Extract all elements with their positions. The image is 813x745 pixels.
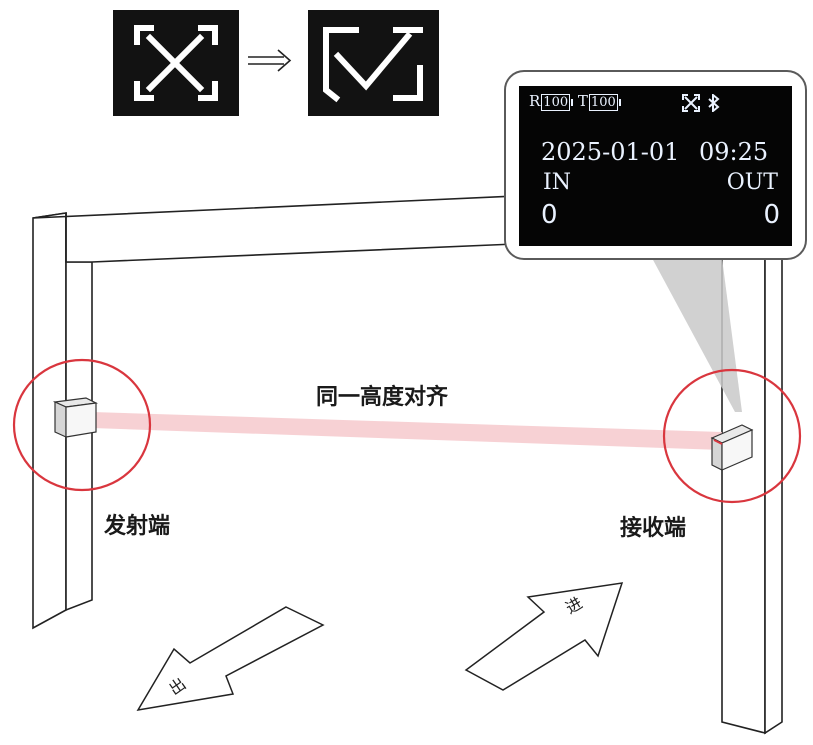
display-date: 2025-01-01	[541, 138, 680, 166]
infrared-beam	[92, 412, 722, 450]
aligned-check-icon	[308, 10, 439, 116]
transmitter-device	[52, 397, 99, 438]
double-arrow-right-icon	[248, 49, 292, 72]
transmitter-label: 发射端	[104, 514, 171, 539]
expand-arrows-icon	[113, 10, 239, 116]
display-callout	[652, 258, 742, 412]
receiver-device	[710, 424, 754, 471]
t-battery-value: 100	[588, 94, 621, 111]
in-count: 0	[541, 200, 558, 230]
in-label: IN	[543, 170, 571, 195]
bluetooth-icon	[708, 94, 720, 112]
out-label: OUT	[726, 170, 778, 195]
r-battery-value: 100	[541, 94, 573, 111]
enter-arrow	[464, 582, 624, 691]
receiver-highlight-circle	[662, 368, 802, 504]
r-label: R	[529, 92, 541, 110]
transmitter-highlight-circle	[12, 358, 152, 492]
date-time-row: 2025-01-01 09:25	[541, 138, 768, 166]
gate-frame	[32, 195, 516, 630]
status-icons	[682, 94, 720, 112]
top-beam	[32, 195, 516, 263]
receiver-label: 接收端	[620, 516, 687, 541]
align-height-label: 同一高度对齐	[316, 385, 449, 410]
alignment-status-icon	[682, 94, 700, 112]
t-label: T	[577, 92, 588, 110]
out-count: 0	[763, 200, 780, 230]
display-time: 09:25	[699, 138, 769, 166]
right-post	[721, 246, 783, 735]
exit-arrow	[136, 606, 325, 712]
